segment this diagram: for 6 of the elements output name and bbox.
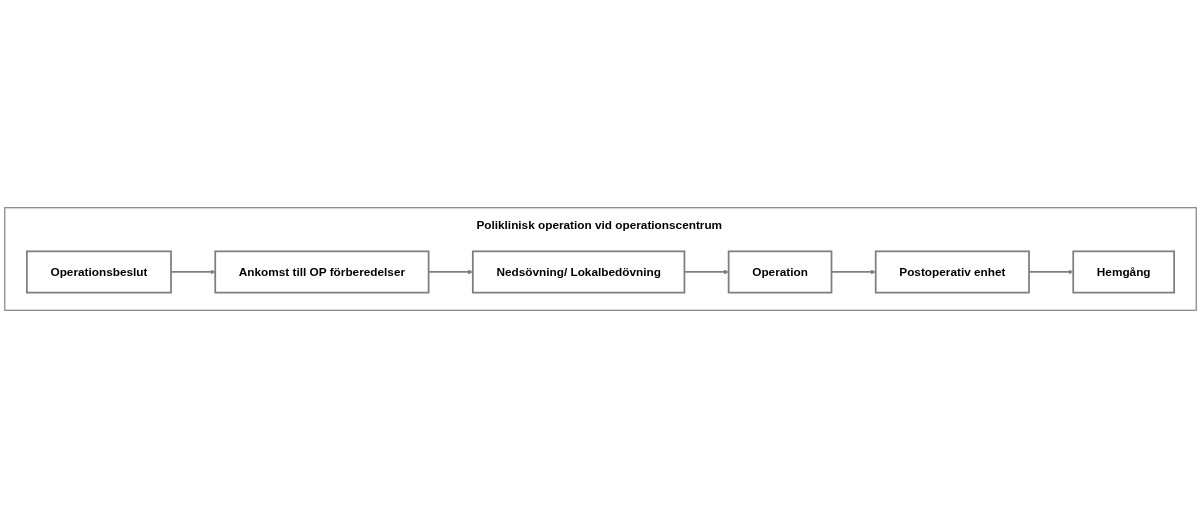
node-box: Operationsbeslut: [26, 250, 172, 294]
node-box: Nedsövning/ Lokalbedövning: [471, 250, 686, 294]
node-box: Postoperativ enhet: [874, 250, 1030, 294]
node-box: Ankomst till OP förberedelser: [214, 250, 430, 294]
node-box: Hemgång: [1072, 250, 1175, 294]
node-box: Operation: [727, 250, 833, 294]
